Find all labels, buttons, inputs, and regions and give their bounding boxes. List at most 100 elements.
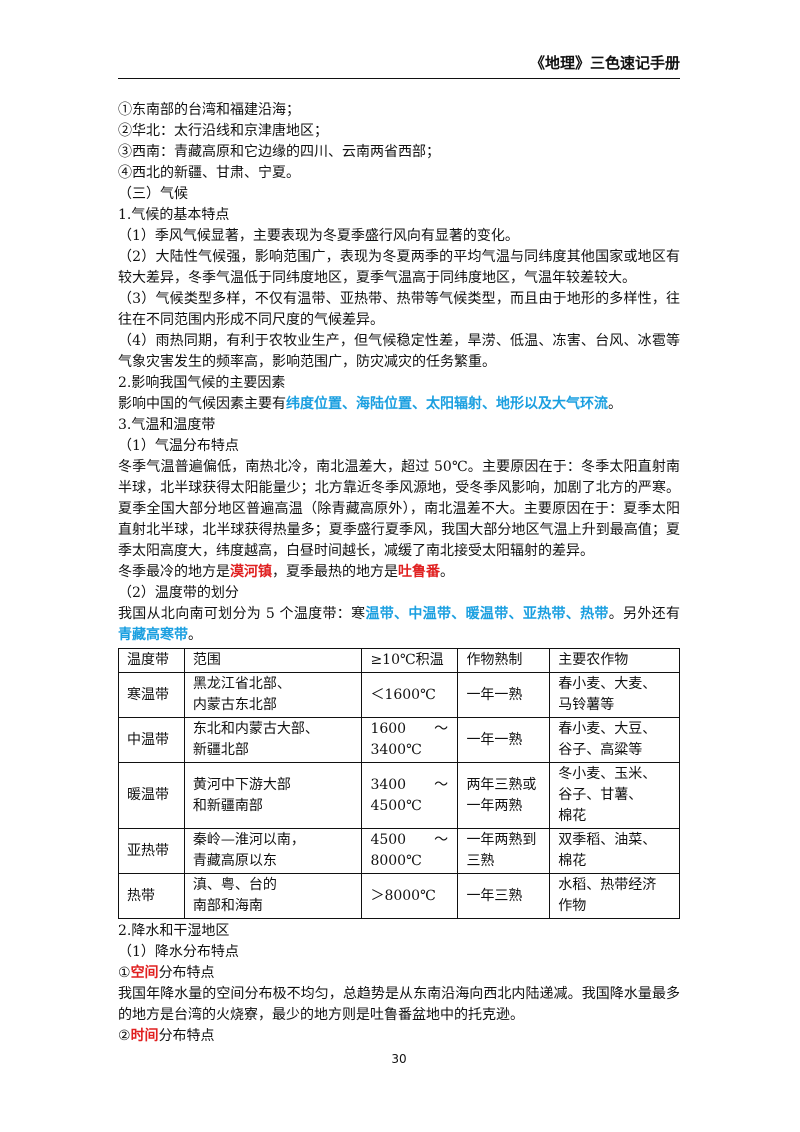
factors-prefix: 影响中国的气候因素主要有	[118, 396, 286, 412]
table-cell-line: 马铃薯等	[558, 697, 615, 713]
page-header-title: 《地理》三色速记手册	[529, 54, 680, 72]
cold-prefix: 冬季最冷的地方是	[118, 564, 230, 580]
table-cell: 黑龙江省北部、内蒙古东北部	[183, 672, 363, 718]
table-cell: 两年三熟或一年两熟	[457, 762, 551, 829]
zones-suffix: 。另外还有	[608, 606, 680, 622]
table-header-cell: 范围	[183, 648, 363, 673]
table-cell-line: 4500℃	[370, 797, 422, 814]
table-cell-line: ＞8000℃	[370, 887, 436, 904]
subheading-spatial: ①空间分布特点	[118, 963, 680, 984]
zones-prefix: 我国从北向南可划分为 5 个温度带：寒	[118, 606, 366, 622]
temporal-number: ②	[118, 1028, 131, 1044]
paragraph-diversity: （3）气候类型多样，不仅有温带、亚热带、热带等气候类型，而且由于地形的多样性，往…	[118, 291, 680, 328]
table-cell: 寒温带	[118, 672, 185, 718]
table-cell-line: 棉花	[558, 853, 587, 869]
table-cell: 黄河中下游大部和新疆南部	[183, 762, 363, 829]
list-item: ③西南：青藏高原和它边缘的四川、云南两省西部；	[118, 144, 440, 160]
table-header-cell: 主要农作物	[549, 648, 680, 673]
table-cell-line: 黄河中下游大部	[192, 776, 291, 793]
table-cell-line: 一年三熟	[466, 887, 523, 904]
subheading-temperature: 3.气温和温度带	[118, 417, 216, 433]
table-cell: 东北和内蒙古大部、新疆北部	[183, 717, 363, 763]
table-cell-line: 4500 〜	[370, 832, 449, 848]
paragraph-continental: （2）大陆性气候强，影响范围广，表现为冬夏两季的平均气温与同纬度其他国家或地区有…	[118, 249, 680, 286]
table-cell-line: 3400℃	[370, 742, 422, 758]
page-number: 30	[391, 1052, 407, 1066]
table-cell: 秦岭—淮河以南，青藏高原以东	[183, 828, 363, 874]
table-cell-line: 春小麦、大豆、	[558, 721, 657, 737]
table-cell-line: 冬小麦、玉米、	[558, 766, 657, 782]
table-cell: 滇、粤、台的南部和海南	[183, 873, 363, 919]
table-cell-line: 东北和内蒙古大部、	[192, 721, 319, 737]
table-cell-line: 一年两熟	[466, 797, 523, 814]
subheading-temporal: ②时间分布特点	[118, 1026, 680, 1047]
table-cell: 4500 〜8000℃	[361, 828, 459, 874]
paragraph-rain-heat: （4）雨热同期，有利于农牧业生产，但气候稳定性差，旱涝、低温、冻害、台风、冰雹等…	[118, 333, 680, 370]
table-cell: 春小麦、大麦、马铃薯等	[549, 672, 680, 718]
table-cell-line: 双季稻、油菜、	[558, 832, 657, 848]
table-cell-line: 寒温带	[127, 686, 169, 703]
qt-suffix: 。	[188, 627, 202, 643]
table-cell: 一年一熟	[457, 672, 551, 718]
table-cell-line: 暖温带	[127, 787, 169, 803]
table-cell-line: 亚热带	[127, 842, 169, 859]
list-item: ①东南部的台湾和福建沿海；	[118, 102, 300, 118]
subheading-temp-zones: （2）温度带的划分	[118, 585, 239, 601]
list-item: ②华北：太行沿线和京津唐地区；	[118, 123, 328, 139]
factors-highlight: 纬度位置、海陆位置、太阳辐射、地形以及大气环流	[286, 396, 608, 412]
subheading-precip-distribution: （1）降水分布特点	[118, 944, 239, 960]
paragraph-extremes: 冬季最冷的地方是漠河镇，夏季最热的地方是吐鲁番。	[118, 562, 680, 583]
table-cell: 3400 〜4500℃	[361, 762, 459, 829]
table-cell-line: 和新疆南部	[192, 797, 263, 814]
table-cell: 热带	[118, 873, 185, 919]
table-cell-line: 青藏高原以东	[192, 853, 277, 869]
table-cell-line: 三熟	[466, 853, 495, 869]
table-cell: 暖温带	[118, 762, 185, 829]
factors-suffix: 。	[608, 396, 622, 412]
table-cell-line: 春小麦、大麦、	[558, 676, 657, 692]
table-cell-line: 热带	[127, 887, 155, 904]
qinghai-tibet-zone: 青藏高寒带	[118, 627, 188, 643]
table-cell-line: 1600 〜	[370, 721, 449, 737]
table-cell-line: 两年三熟或	[466, 776, 537, 793]
table-cell-line: 水稻、热带经济	[558, 877, 657, 893]
paragraph-temp-zones: 我国从北向南可划分为 5 个温度带：寒温带、中温带、暖温带、亚热带、热带。另外还…	[118, 604, 680, 646]
header-divider	[118, 78, 680, 79]
coldest-place: 漠河镇	[230, 564, 272, 580]
table-cell-line: 一年一熟	[466, 686, 523, 703]
table-cell: 一年两熟到三熟	[457, 828, 551, 874]
paragraph-temp-distribution: 冬季气温普遍偏低，南热北冷，南北温差大，超过 50℃。主要原因在于：冬季太阳直射…	[118, 459, 680, 559]
table-cell: 亚热带	[118, 828, 185, 874]
list-item: ④西北的新疆、甘肃、宁夏。	[118, 165, 300, 181]
table-cell: 中温带	[118, 717, 185, 763]
table-header-cell: 作物熟制	[457, 648, 551, 673]
table-cell-line: 黑龙江省北部、	[192, 676, 291, 692]
paragraph-monsoon: （1）季风气候显著，主要表现为冬夏季盛行风向有显著的变化。	[118, 228, 519, 244]
table-cell: 水稻、热带经济作物	[549, 873, 680, 919]
table-cell: 冬小麦、玉米、谷子、甘薯、棉花	[549, 762, 680, 829]
table-cell-line: 南部和海南	[192, 898, 263, 914]
table-cell-line: 谷子、高粱等	[558, 742, 643, 758]
table-header-row: 温度带 范围 ≥10℃积温 作物熟制 主要农作物	[118, 648, 680, 673]
spatial-highlight: 空间	[130, 965, 159, 981]
spatial-suffix: 分布特点	[158, 965, 215, 981]
subheading-precipitation: 2.降水和干湿地区	[118, 923, 230, 939]
table-cell: 一年三熟	[457, 873, 551, 919]
subheading-climate-features: 1.气候的基本特点	[118, 207, 230, 223]
hottest-place: 吐鲁番	[398, 564, 440, 580]
zones-highlight: 温带、中温带、暖温带、亚热带、热带	[365, 606, 609, 622]
table-header-cell: ≥10℃积温	[361, 648, 459, 673]
temperature-zone-table: 温度带 范围 ≥10℃积温 作物熟制 主要农作物 寒温带黑龙江省北部、内蒙古东北…	[118, 648, 680, 919]
hot-suffix: 。	[440, 564, 454, 580]
table-cell-line: 中温带	[127, 731, 169, 748]
table-cell: 1600 〜 3400℃	[361, 717, 459, 763]
section-heading-climate: （三）气候	[118, 186, 188, 202]
table-cell-line: 棉花	[558, 808, 587, 824]
temporal-highlight: 时间	[130, 1028, 159, 1044]
table-cell: 春小麦、大豆、谷子、高粱等	[549, 717, 680, 763]
table-cell-line: 内蒙古东北部	[192, 697, 277, 713]
table-cell-line: ＜1600℃	[370, 686, 436, 703]
